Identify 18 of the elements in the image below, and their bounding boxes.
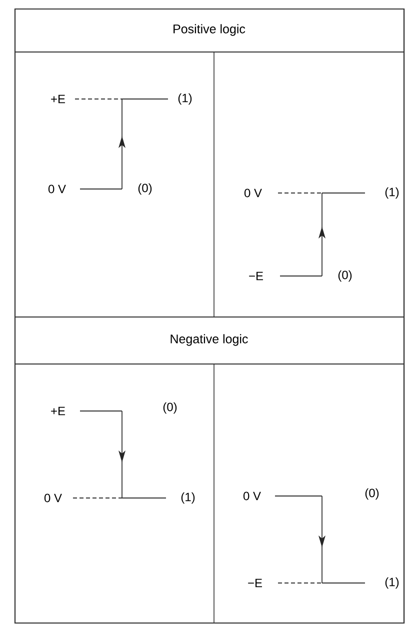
level-label: (0) bbox=[136, 182, 154, 196]
level-label: +E bbox=[50, 94, 66, 104]
level-label: 0 V bbox=[47, 184, 67, 194]
level-label: (0) bbox=[336, 269, 354, 283]
table-header: Negative logic bbox=[168, 333, 250, 347]
level-label: −E bbox=[246, 578, 264, 588]
table-header: Positive logic bbox=[172, 23, 246, 37]
level-label: (1) bbox=[384, 576, 400, 590]
level-label: (0) bbox=[162, 401, 178, 415]
level-label: −E bbox=[248, 270, 264, 282]
level-label: 0 V bbox=[242, 490, 262, 502]
level-label: 0 V bbox=[43, 492, 63, 504]
level-label: 0 V bbox=[243, 188, 263, 198]
level-label: +E bbox=[50, 406, 66, 416]
level-label: (0) bbox=[364, 487, 380, 501]
level-label: (1) bbox=[384, 186, 400, 200]
level-label: (1) bbox=[180, 491, 196, 505]
level-label: (1) bbox=[176, 92, 194, 106]
